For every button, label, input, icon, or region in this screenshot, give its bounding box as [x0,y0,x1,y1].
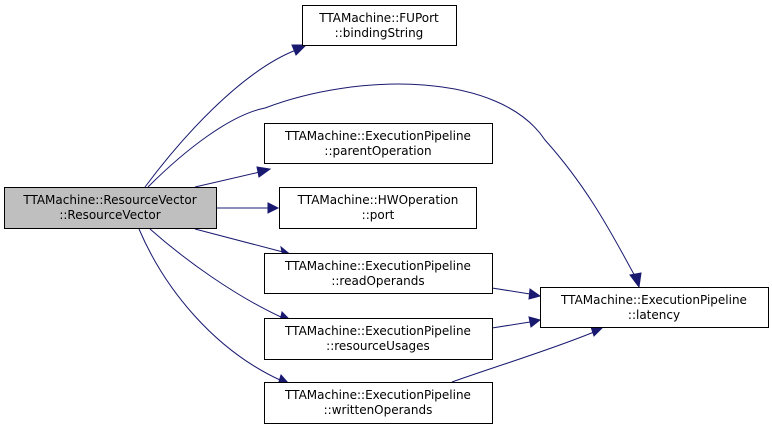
node-label-class: TTAMachine::ResourceVector [22,193,196,207]
node-port[interactable]: TTAMachine::HWOperation ::port [279,187,477,229]
edges [138,44,642,386]
node-box [279,187,477,229]
nodes: TTAMachine::ResourceVector ::ResourceVec… [4,5,769,424]
node-read-operands[interactable]: TTAMachine::ExecutionPipeline ::readOper… [264,253,493,294]
node-label-class: TTAMachine::ExecutionPipeline [284,388,471,402]
edge-root-to-latency [147,83,642,289]
node-label-class: TTAMachine::ExecutionPipeline [284,259,471,273]
node-label-method: ::parentOperation [324,144,431,158]
node-label-method: ::resourceUsages [326,339,430,353]
node-label-method: ::writtenOperands [324,403,433,417]
node-parent-operation[interactable]: TTAMachine::ExecutionPipeline ::parentOp… [264,123,493,164]
node-label-method: ::latency [628,308,680,322]
node-latency[interactable]: TTAMachine::ExecutionPipeline ::latency [540,287,769,328]
edge-resource-usages-to-latency [491,316,542,329]
edge-read-operands-to-latency [491,287,542,300]
edge-root-to-parent-operation [194,166,272,188]
node-label-method: ::port [362,208,395,222]
node-label-class: TTAMachine::HWOperation [297,193,459,207]
node-label-class: TTAMachine::FUPort [318,11,439,25]
node-label-method: ::readOperands [331,274,424,288]
node-binding-string[interactable]: TTAMachine::FUPort ::bindingString [302,5,457,46]
node-label-class: TTAMachine::ExecutionPipeline [560,293,747,307]
node-label-method: ::bindingString [335,26,424,40]
node-label-class: TTAMachine::ExecutionPipeline [284,129,471,143]
node-label-method: ::ResourceVector [59,208,160,222]
edge-root-to-binding-string [144,44,308,188]
edge-root-to-read-operands [194,228,294,258]
node-box [302,5,457,46]
node-box [264,318,493,360]
node-box [264,253,493,294]
node-resource-vector[interactable]: TTAMachine::ResourceVector ::ResourceVec… [4,187,217,229]
node-box [264,382,493,424]
node-box [4,187,217,229]
node-box [264,123,493,164]
edge-root-to-written-operands [138,228,291,386]
edge-root-to-port [216,202,280,214]
node-label-class: TTAMachine::ExecutionPipeline [284,324,471,338]
node-written-operands[interactable]: TTAMachine::ExecutionPipeline ::writtenO… [264,382,493,424]
node-resource-usages[interactable]: TTAMachine::ExecutionPipeline ::resource… [264,318,493,360]
node-box [540,287,769,328]
